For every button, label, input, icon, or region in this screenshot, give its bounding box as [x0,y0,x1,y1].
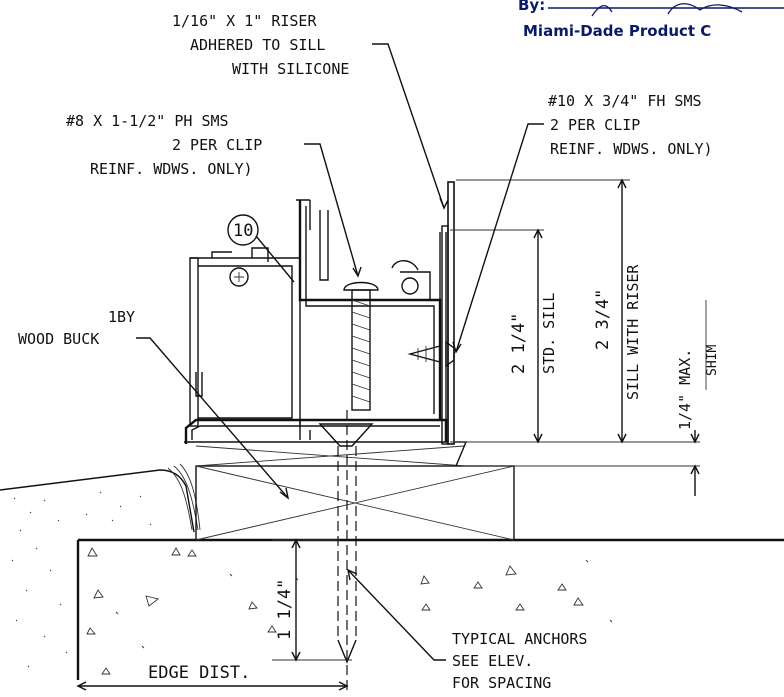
dim-std-sill-value: 2 1/4" [509,313,529,374]
callout-ph-sms-line3: REINF. WDWS. ONLY) [90,160,253,178]
callout-anchors-leader [347,569,446,661]
sill-base-flange [184,418,448,444]
callout-riser: 1/16" X 1" RISER ADHERED TO SILL WITH SI… [172,12,449,210]
stucco-dots [11,491,152,668]
sill-right-clip [400,271,431,300]
sill-left-chamber-inner [198,265,293,419]
sill-top-details [211,247,269,262]
callout-buck-leader [136,337,289,499]
concrete-substrate [76,538,784,680]
wood-buck-cross [195,465,515,541]
sealant-layers [167,463,201,531]
shim-cross [195,445,467,467]
part-number-bubble [227,214,259,246]
dim-shim: 1/4" MAX. SHIM [466,300,720,496]
stamp-org: Miami-Dade Product C [523,22,711,40]
fh-screw-head [445,340,455,368]
aggregate-marks [86,547,613,675]
part-number-leader [255,235,295,283]
callout-anchors-line2: SEE ELEV. [452,652,533,670]
callout-anchors: TYPICAL ANCHORS SEE ELEV. FOR SPACING [347,568,587,692]
anchor-head [318,423,374,447]
sill-leg [296,199,329,281]
callout-riser-line3: WITH SILICONE [232,60,349,78]
riser-plate [447,181,455,445]
part-number: 10 [233,221,253,241]
callout-ph-sms-line2: 2 PER CLIP [172,136,262,154]
callout-ph-sms-line1: #8 X 1-1/2" PH SMS [66,112,229,130]
sill-left-wall [189,257,199,427]
callout-riser-line2: ADHERED TO SILL [190,36,325,54]
anchor-shank [337,446,357,640]
anchor-tip [337,639,357,664]
callout-fh-sms: #10 X 3/4" FH SMS 2 PER CLIP REINF. WDWS… [452,92,713,354]
dim-sill-riser-label: SILL WITH RISER [624,264,642,400]
callout-buck: 1BY WOOD BUCK [18,308,290,500]
dim-embed-value: 1 1/4" [275,579,295,640]
sill-base-inner [191,425,440,440]
fh-screw-point [407,345,441,363]
callout-fh-sms-leader [455,123,544,353]
weatherstrip-left-icon [229,267,249,287]
shim-outline [184,441,468,467]
wood-buck-outline [195,465,515,541]
callout-ph-sms-leader [304,143,359,277]
riser-bead [441,225,449,445]
callout-riser-line1: 1/16" X 1" RISER [172,12,317,30]
dim-sill-riser-value: 2 3/4" [593,289,613,350]
wall-stucco [0,463,201,668]
approval-stamp: By: Miami-Dade Product C [518,0,784,40]
sill-left-nib [195,372,203,397]
callout-fh-sms-line2: 2 PER CLIP [550,116,640,134]
dim-edge-dist: EDGE DIST. [76,663,349,691]
anchor [318,410,374,690]
sill-extrusion [184,199,448,444]
dim-embed: 1 1/4" [272,538,352,662]
callout-ph-sms: #8 X 1-1/2" PH SMS 2 PER CLIP REINF. WDW… [66,112,362,278]
ph-screw-head [343,281,379,291]
dim-edge-dist-label: EDGE DIST. [148,663,250,683]
ph-screw [343,281,379,411]
callout-riser-leader [372,43,445,209]
weatherstrip-right-icon [401,277,419,295]
callout-buck-line2: WOOD BUCK [18,330,99,348]
callout-fh-sms-line3: REINF. WDWS. ONLY) [550,140,713,158]
weatherstrip-right-top [391,260,419,271]
dim-shim-value: 1/4" MAX. [676,349,694,430]
sill-bottom-key [299,420,311,440]
callout-fh-sms-line1: #10 X 3/4" FH SMS [548,92,702,110]
wood-buck [195,465,515,541]
fh-screw [407,340,455,368]
sill-outer-leg [439,232,447,420]
dim-std-sill-label: STD. SILL [540,293,558,374]
stamp-signature-icon [591,3,743,17]
dim-std-sill: 2 1/4" STD. SILL [450,228,700,444]
ph-screw-shank [351,289,371,411]
stamp-by-label: By: [518,0,545,14]
dim-sill-riser: 2 3/4" SILL WITH RISER [456,178,642,444]
callout-anchors-line3: FOR SPACING [452,674,551,692]
callout-anchors-line1: TYPICAL ANCHORS [452,630,587,648]
wall-profile [0,469,195,533]
callout-buck-line1: 1BY [108,308,135,326]
dim-shim-label: SHIM [705,345,720,376]
